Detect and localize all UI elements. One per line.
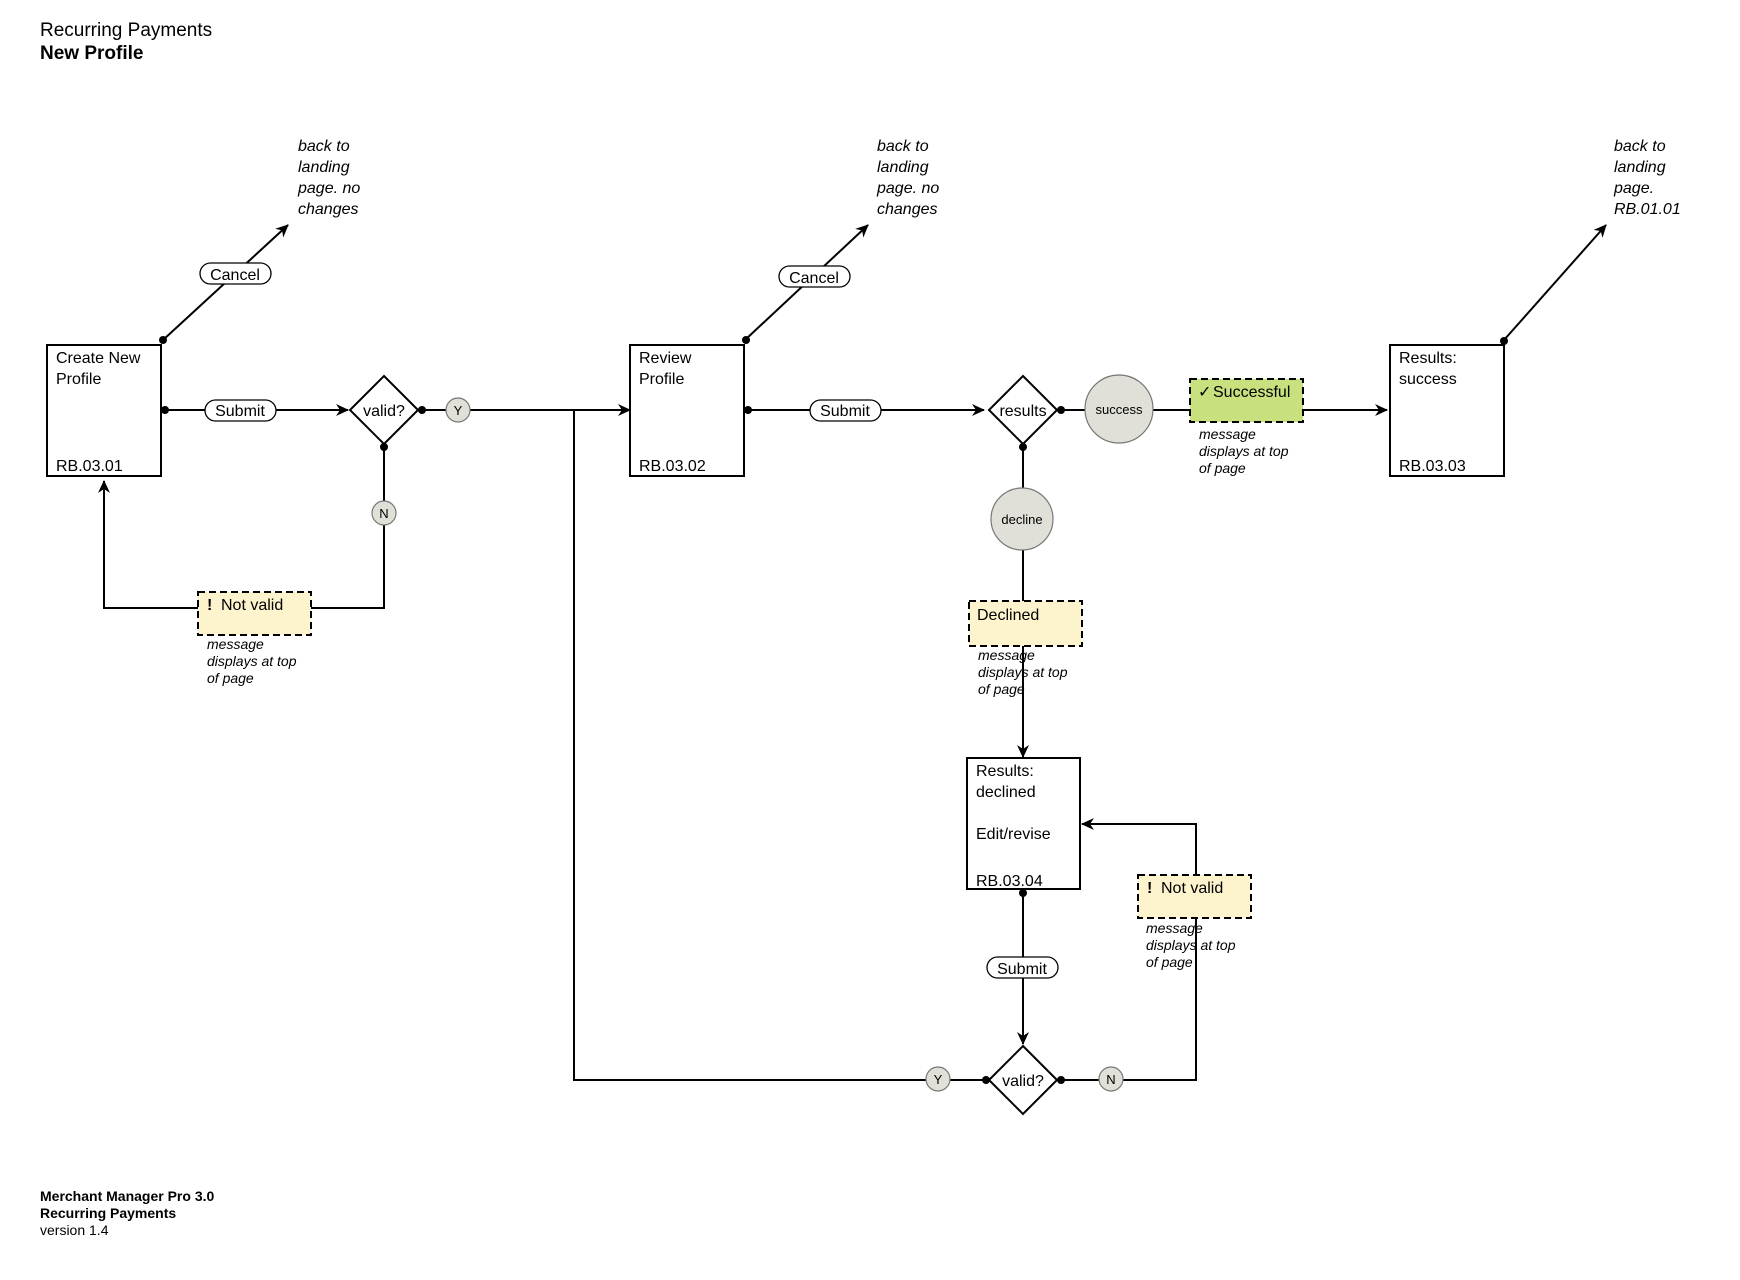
svg-text:page. no: page. no <box>297 180 360 197</box>
done-connector <box>1503 224 1607 341</box>
cancel-label: Cancel <box>210 267 260 284</box>
svg-text:message: message <box>978 647 1035 663</box>
message-note-1: message displays at top of page <box>207 636 297 686</box>
footer-module: Recurring Payments <box>40 1205 177 1221</box>
screen-id: RB.03.03 <box>1399 458 1466 475</box>
svg-text:displays at top: displays at top <box>1199 443 1289 459</box>
branch-no-1: N <box>371 500 397 526</box>
screen-id: RB.03.01 <box>56 458 123 475</box>
screen-review-profile[interactable]: Review Profile RB.03.02 <box>629 344 745 477</box>
submit-button-1[interactable]: Submit <box>204 399 277 422</box>
screen-label: Create New <box>56 350 141 367</box>
screen-results-declined[interactable]: Results: declined Edit/revise RB.03.04 <box>966 757 1081 890</box>
branch-yes-1: Y <box>445 397 471 423</box>
svg-text:Y: Y <box>454 403 463 418</box>
screen-id: RB.03.04 <box>976 873 1043 890</box>
svg-text:N: N <box>1106 1072 1115 1087</box>
cancel-button-2[interactable]: Cancel <box>778 265 851 288</box>
successful-label: Successful <box>1213 384 1290 401</box>
svg-text:decline: decline <box>1001 512 1042 527</box>
screen-label: Profile <box>639 371 684 388</box>
declined-message: Declined <box>968 600 1083 647</box>
message-note-4: message displays at top of page <box>1146 920 1236 970</box>
svg-text:displays at top: displays at top <box>978 664 1068 680</box>
branch-no-2: N <box>1098 1066 1124 1092</box>
svg-text:landing: landing <box>298 159 350 176</box>
not-valid-label: Not valid <box>1161 880 1223 897</box>
svg-text:of page: of page <box>1146 954 1193 970</box>
svg-text:page.: page. <box>1613 180 1654 197</box>
svg-text:landing: landing <box>877 159 929 176</box>
not-valid-message-2: ! Not valid <box>1137 874 1252 919</box>
decision-label: valid? <box>363 403 405 420</box>
svg-text:Y: Y <box>934 1072 943 1087</box>
valid-yes-connector-2 <box>573 409 987 1081</box>
svg-text:message: message <box>1146 920 1203 936</box>
branch-yes-2: Y <box>925 1066 951 1092</box>
connectors <box>98 224 1607 1081</box>
declined-label: Declined <box>977 607 1039 624</box>
message-note-2: message displays at top of page <box>978 647 1068 697</box>
svg-text:of page: of page <box>1199 460 1246 476</box>
screen-label: Results: <box>1399 350 1457 367</box>
svg-text:changes: changes <box>298 201 359 218</box>
warning-icon: ! <box>1147 880 1152 897</box>
cancel-button-1[interactable]: Cancel <box>199 262 272 285</box>
diagram-title: Recurring Payments <box>40 20 213 41</box>
svg-text:back to: back to <box>1614 138 1666 155</box>
submit-button-3[interactable]: Submit <box>986 956 1059 979</box>
not-valid-label: Not valid <box>221 597 283 614</box>
svg-text:landing: landing <box>1614 159 1666 176</box>
not-valid-message-1: ! Not valid <box>197 591 312 636</box>
screen-label: Edit/revise <box>976 826 1051 843</box>
cancel-destination-1: back to landing page. no changes <box>297 138 360 218</box>
submit-label: Submit <box>820 403 870 420</box>
cancel-label: Cancel <box>789 270 839 287</box>
svg-text:displays at top: displays at top <box>207 653 297 669</box>
svg-text:N: N <box>379 506 388 521</box>
done-destination: back to landing page. RB.01.01 <box>1613 138 1681 218</box>
submit-label: Submit <box>997 961 1047 978</box>
check-icon: ✓ <box>1198 384 1211 401</box>
decision-label: results <box>999 403 1046 420</box>
warning-icon: ! <box>207 597 212 614</box>
diagram-subtitle: New Profile <box>40 43 144 64</box>
svg-text:page. no: page. no <box>876 180 939 197</box>
screen-create-new-profile[interactable]: Create New Profile RB.03.01 <box>46 344 162 477</box>
cancel-destination-2: back to landing page. no changes <box>876 138 939 218</box>
screen-label: declined <box>976 784 1036 801</box>
successful-message: ✓ Successful <box>1189 378 1304 423</box>
submit-button-2[interactable]: Submit <box>809 399 882 422</box>
screen-label: Review <box>639 350 692 367</box>
decision-valid-1: valid? <box>348 374 420 446</box>
svg-text:displays at top: displays at top <box>1146 937 1236 953</box>
svg-text:of page: of page <box>978 681 1025 697</box>
decision-results: results <box>987 374 1059 446</box>
valid-no-connector-2 <box>1061 818 1197 1081</box>
branch-success: success <box>1084 374 1154 444</box>
svg-text:changes: changes <box>877 201 938 218</box>
connector-dots <box>159 336 1508 1084</box>
svg-text:message: message <box>1199 426 1256 442</box>
message-note-3: message displays at top of page <box>1199 426 1289 476</box>
svg-text:success: success <box>1096 402 1143 417</box>
svg-text:back to: back to <box>877 138 929 155</box>
screen-label: Profile <box>56 371 101 388</box>
branch-decline: decline <box>990 487 1054 551</box>
decision-label: valid? <box>1002 1073 1044 1090</box>
svg-text:message: message <box>207 636 264 652</box>
footer-version: version 1.4 <box>40 1222 109 1238</box>
submit-label: Submit <box>215 403 265 420</box>
footer-product: Merchant Manager Pro 3.0 <box>40 1188 215 1204</box>
svg-text:of page: of page <box>207 670 254 686</box>
svg-text:back to: back to <box>298 138 350 155</box>
screen-id: RB.03.02 <box>639 458 706 475</box>
svg-text:RB.01.01: RB.01.01 <box>1614 201 1681 218</box>
screen-label: Results: <box>976 763 1034 780</box>
screen-label: success <box>1399 371 1457 388</box>
screen-results-success[interactable]: Results: success RB.03.03 <box>1389 344 1505 477</box>
decision-valid-2: valid? <box>987 1044 1059 1116</box>
